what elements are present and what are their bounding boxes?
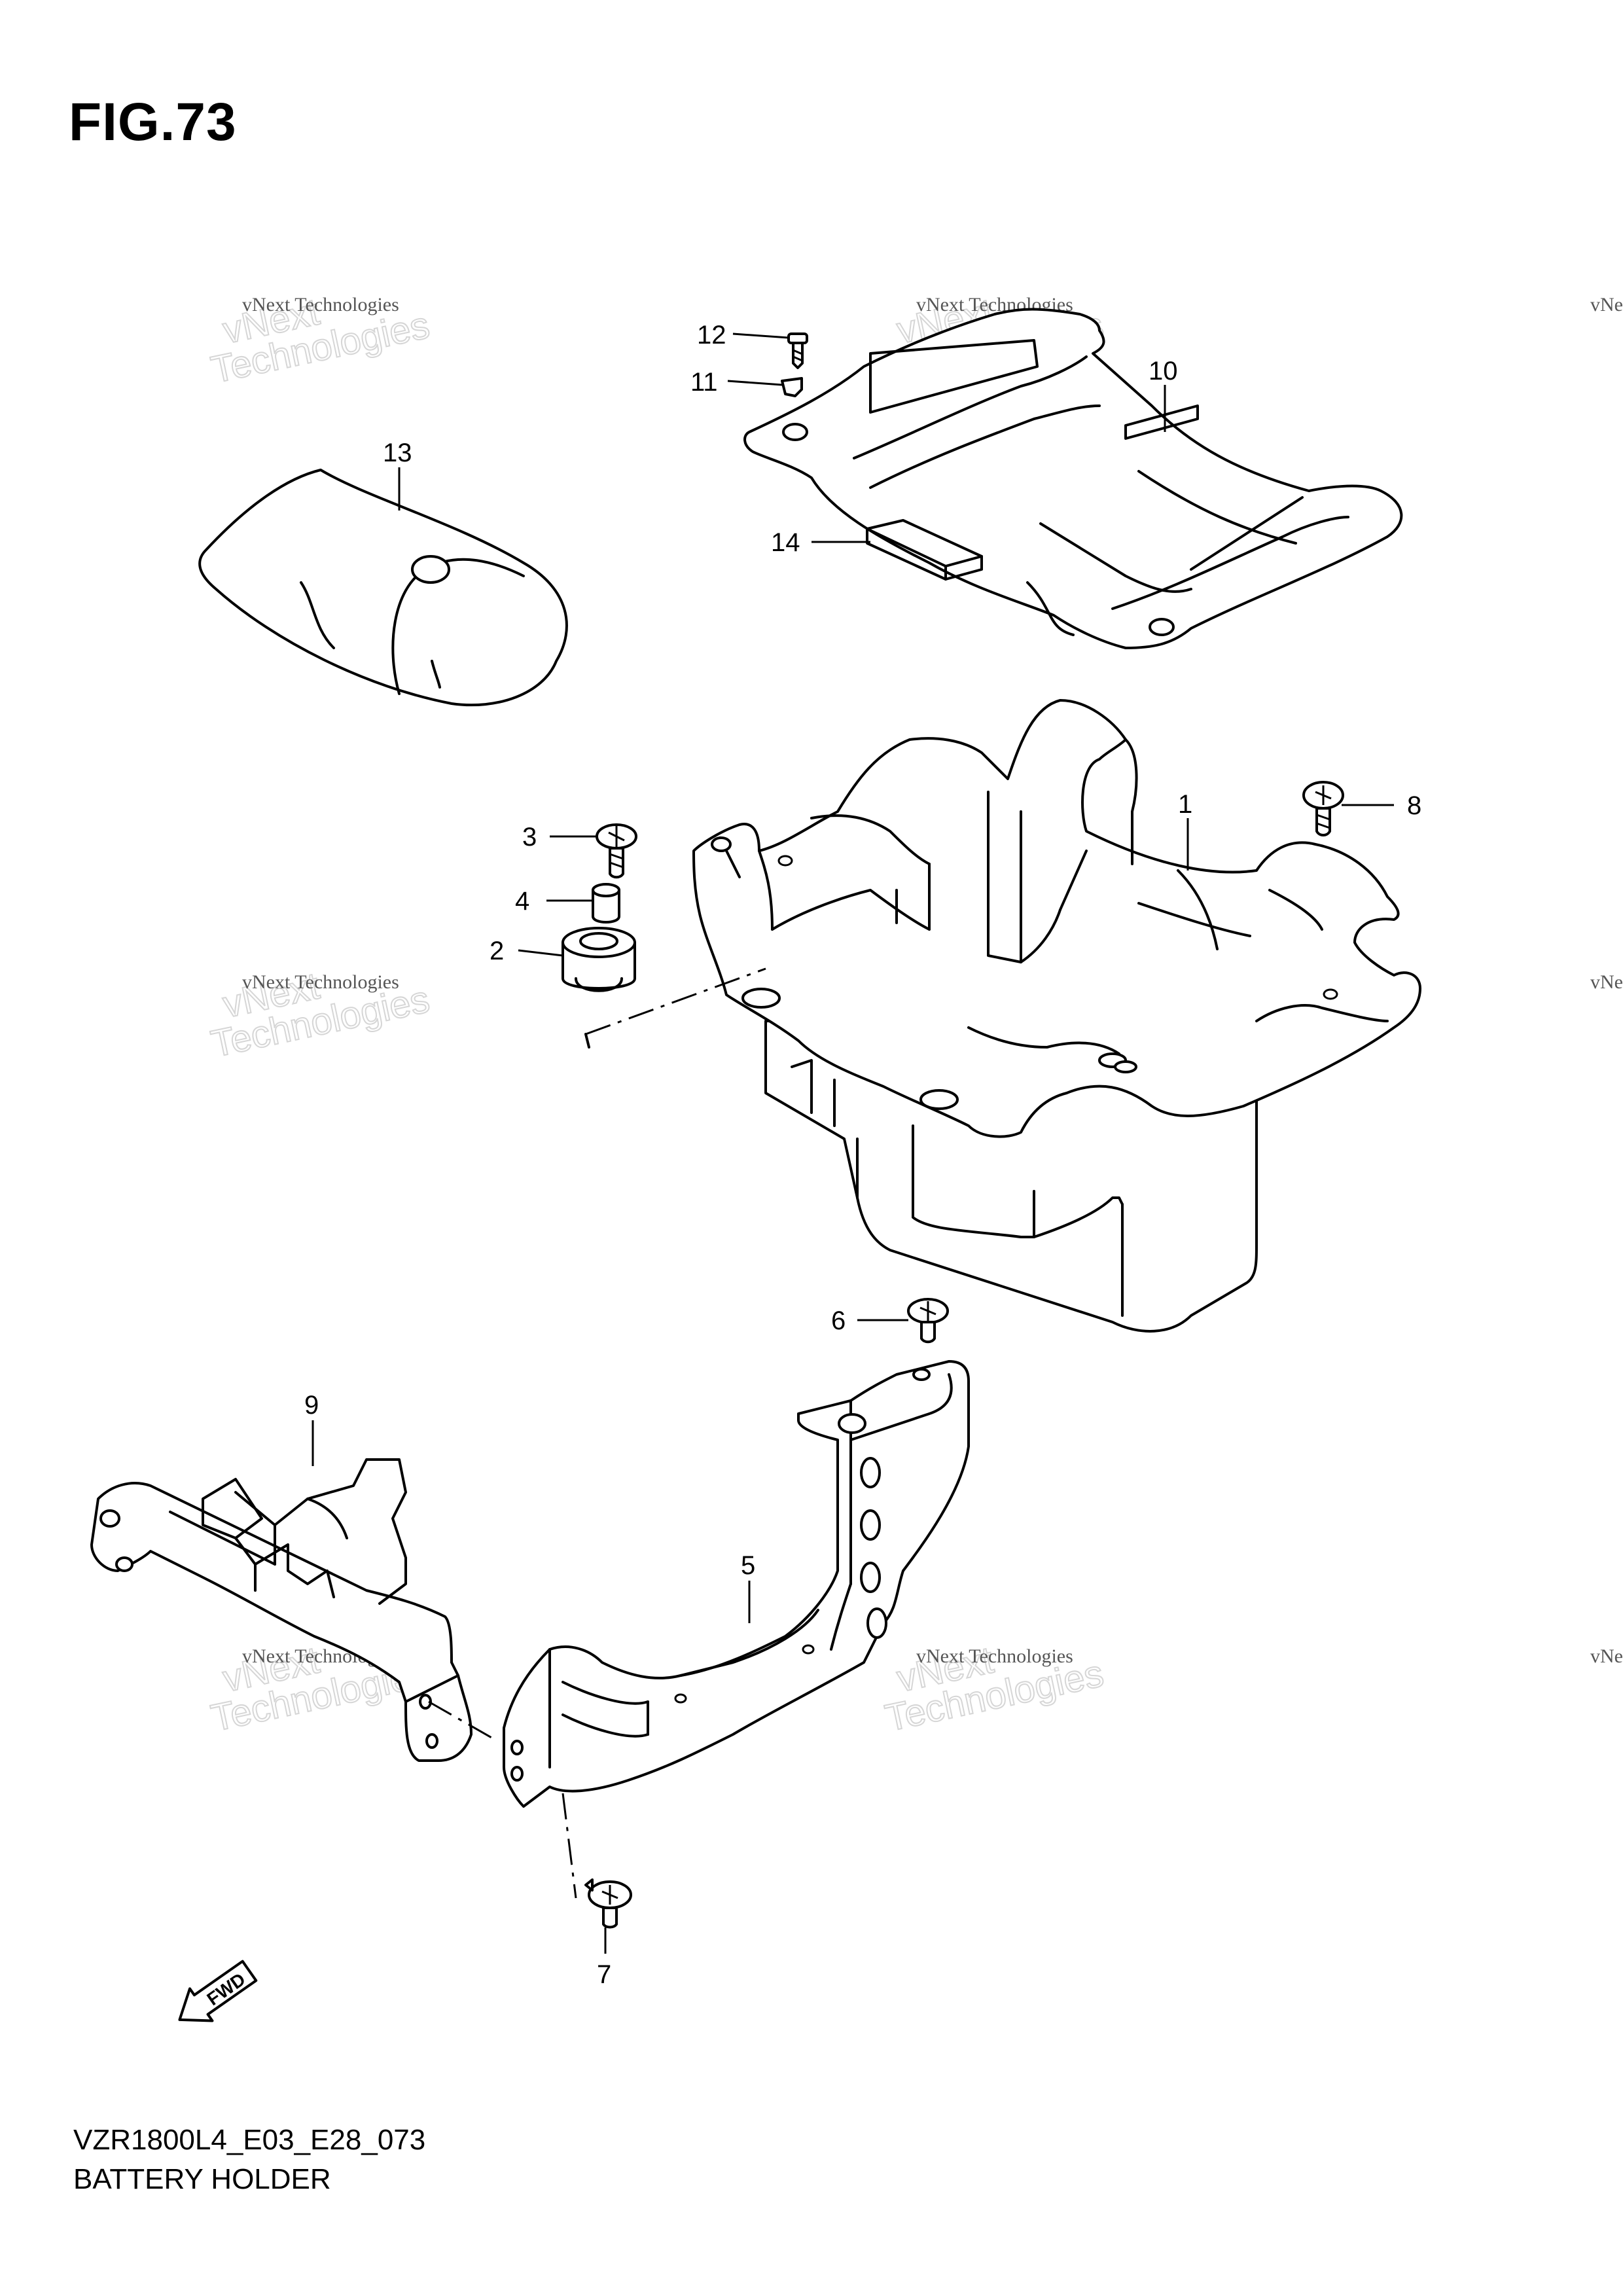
callout-6: 6: [831, 1306, 846, 1335]
part-8-bolt: [1302, 781, 1344, 836]
part-9-bracket: [90, 1458, 473, 1762]
watermark-text: vNext Technologies: [242, 294, 399, 315]
watermark-text-edge: vNe: [1590, 294, 1623, 315]
watermark-text-edge: vNe: [1590, 971, 1623, 993]
callout-2: 2: [490, 937, 504, 965]
callout-7: 7: [597, 1960, 611, 1989]
callout-5: 5: [741, 1551, 755, 1580]
part-4-collar: [592, 883, 620, 924]
callout-4: 4: [515, 887, 529, 916]
watermark: vNext Technologies: [881, 1638, 1108, 1740]
watermark-text: vNext Technologies: [242, 971, 399, 993]
part-11-nut: [781, 377, 803, 397]
part-12-screw: [787, 332, 808, 369]
leader-2: [518, 949, 563, 957]
callout-1: 1: [1178, 790, 1192, 819]
watermark: vNext Technologies: [207, 963, 434, 1066]
watermark-text-edge: vNe: [1590, 1645, 1623, 1667]
callout-8: 8: [1407, 791, 1421, 820]
model-code: VZR1800L4_E03_E28_073: [73, 2124, 426, 2156]
callout-9: 9: [304, 1391, 319, 1420]
callout-13: 13: [383, 439, 412, 467]
watermark-text: vNext Technologies: [916, 1645, 1073, 1667]
part-2-grommet: [562, 927, 636, 992]
callout-11: 11: [690, 368, 718, 397]
part-5-bracket: [503, 1360, 970, 1808]
alignment-line: [428, 1700, 498, 1742]
part-3-bolt: [596, 823, 637, 879]
part-1-battery-holder: [692, 699, 1421, 1333]
leader-lines: [312, 332, 1394, 1954]
figure-title: FIG.73: [69, 92, 237, 152]
part-14-rubber-strip: [866, 519, 983, 581]
fwd-direction-arrow: FWD: [178, 1960, 258, 2022]
callout-3: 3: [522, 823, 537, 852]
part-10-top-plate: [743, 308, 1403, 649]
part-6-bolt: [907, 1298, 949, 1344]
part-13-cover-pad: [198, 469, 568, 707]
leader-12: [732, 332, 789, 339]
watermark: vNext Technologies: [207, 289, 434, 391]
callout-12: 12: [697, 321, 726, 350]
figure-name: BATTERY HOLDER: [73, 2163, 331, 2195]
leader-11: [727, 380, 783, 386]
callout-14: 14: [771, 528, 800, 557]
callout-10: 10: [1149, 357, 1178, 386]
alignment-tick: [584, 1033, 590, 1049]
callout-labels: 12 11 10 13 14 1 8 3 4 2 6 9 5 7: [304, 321, 1421, 1989]
alignment-line: [585, 967, 766, 1035]
alignment-line: [562, 1793, 577, 1899]
part-7-bolt: [584, 1878, 632, 1929]
